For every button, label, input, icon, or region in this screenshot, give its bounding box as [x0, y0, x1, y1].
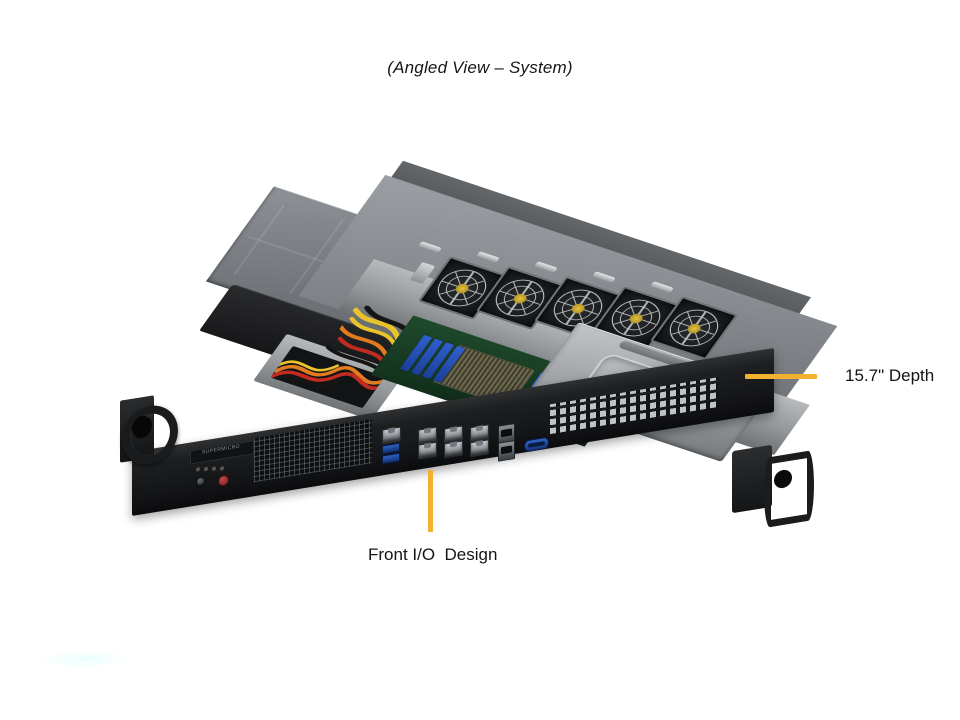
status-led	[212, 466, 216, 471]
front-io-callout-line	[428, 470, 433, 532]
depth-callout-line	[745, 374, 817, 379]
status-led	[196, 467, 200, 472]
lan-port	[444, 440, 463, 459]
status-led	[220, 466, 224, 471]
depth-callout-label: 15.7" Depth	[845, 366, 935, 385]
right-ear-handle[interactable]	[764, 449, 814, 529]
power-button[interactable]	[218, 474, 229, 488]
status-led	[204, 466, 208, 471]
front-io-callout-label: Front I/O Design	[368, 545, 498, 564]
sfp-plus-cage	[498, 439, 515, 462]
power-supply-unit	[253, 333, 405, 421]
lan-port	[470, 439, 489, 458]
vga-port	[524, 436, 549, 453]
lan-port	[418, 441, 437, 460]
server-product-image: SUPERMICRO	[120, 160, 838, 529]
reset-button[interactable]	[196, 476, 205, 487]
view-caption: (Angled View – System)	[387, 58, 573, 77]
usb-3-port	[382, 452, 400, 465]
front-vent-mesh	[254, 419, 372, 483]
watermark-artifact	[40, 650, 130, 668]
